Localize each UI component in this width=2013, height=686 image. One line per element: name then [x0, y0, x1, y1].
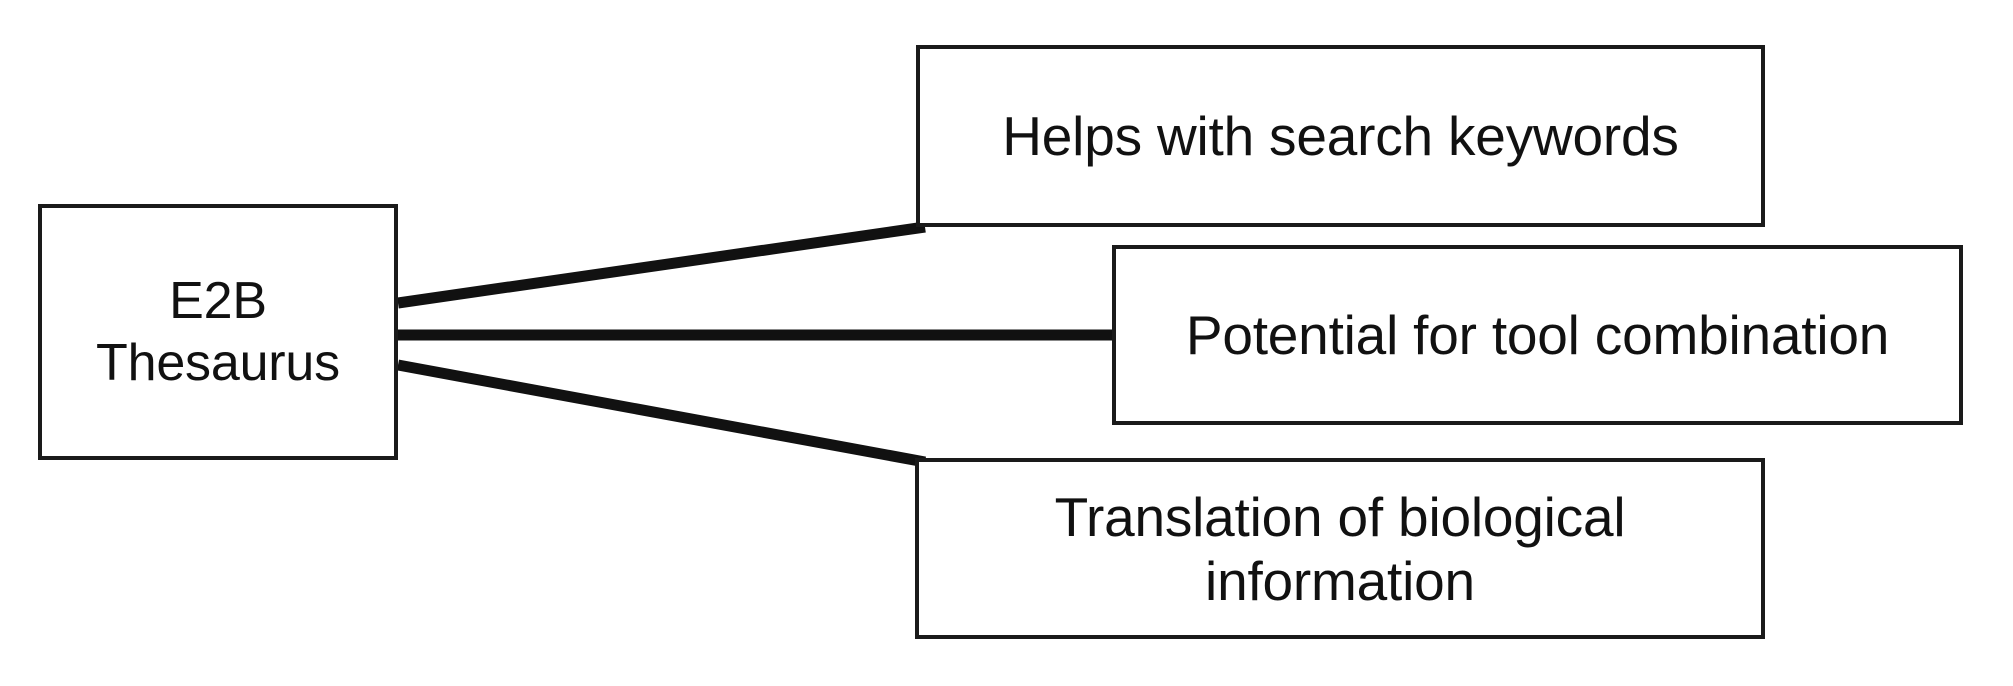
node-e2b-thesaurus[interactable]: E2B Thesaurus	[38, 204, 398, 460]
connector-root-to-translation	[397, 359, 926, 468]
connector-root-to-keywords	[397, 221, 926, 309]
node-helps-with-search-keywords-label: Helps with search keywords	[1002, 105, 1679, 167]
node-translation-of-biological-information-label: Translation of biological information	[1054, 485, 1626, 612]
node-translation-of-biological-information[interactable]: Translation of biological information	[915, 458, 1765, 639]
node-potential-for-tool-combination[interactable]: Potential for tool combination	[1112, 245, 1963, 425]
node-helps-with-search-keywords[interactable]: Helps with search keywords	[916, 45, 1765, 227]
node-potential-for-tool-combination-label: Potential for tool combination	[1185, 304, 1890, 366]
node-e2b-thesaurus-label: E2B Thesaurus	[96, 272, 340, 392]
